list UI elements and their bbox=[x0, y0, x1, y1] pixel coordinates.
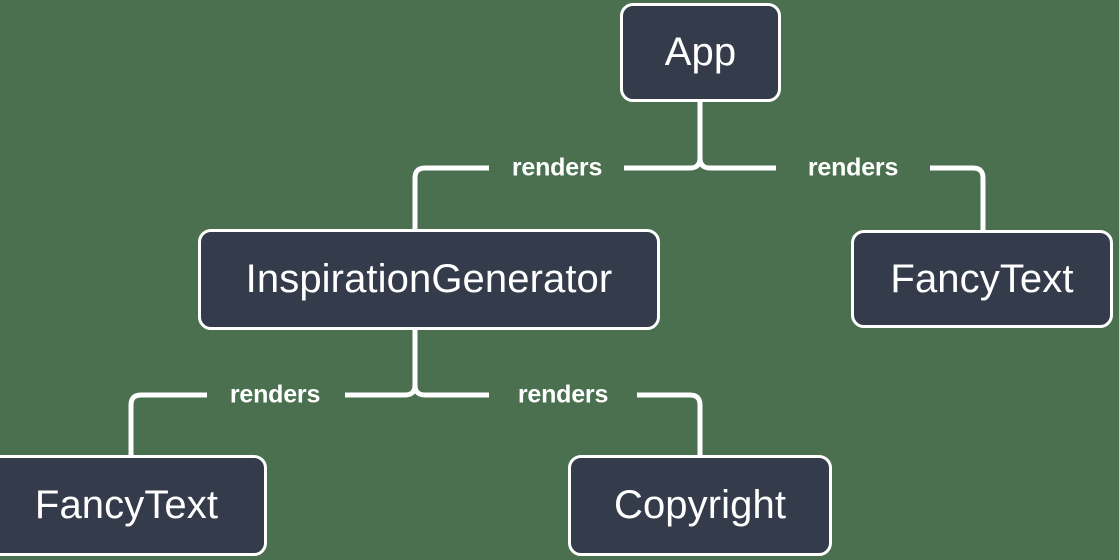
edge-inspiration-to-fancytext bbox=[345, 384, 418, 398]
edge-inspiration-to-fancytext-left bbox=[128, 392, 207, 455]
node-inspiration-generator-label: InspirationGenerator bbox=[245, 257, 613, 301]
edge-label-inspiration-to-copyright: renders bbox=[517, 380, 609, 409]
node-copyright[interactable]: Copyright bbox=[568, 455, 832, 556]
edge-app-to-fancytext-right bbox=[930, 165, 986, 230]
node-app-label: App bbox=[664, 30, 737, 74]
edge-label-app-to-inspiration: renders bbox=[511, 153, 603, 182]
node-fancytext-bottom-label: FancyText bbox=[34, 483, 219, 527]
edge-inspiration-to-copyright bbox=[412, 384, 489, 398]
node-fancytext-right[interactable]: FancyText bbox=[851, 230, 1113, 328]
edge-inspiration-to-copyright-right bbox=[637, 392, 703, 455]
edge-label-app-to-fancytext: renders bbox=[807, 153, 899, 182]
edge-app-to-fancytext bbox=[697, 157, 776, 171]
node-fancytext-bottom[interactable]: FancyText bbox=[0, 455, 267, 556]
edge-label-inspiration-to-fancytext: renders bbox=[229, 380, 321, 409]
node-copyright-label: Copyright bbox=[613, 483, 787, 527]
node-inspiration-generator[interactable]: InspirationGenerator bbox=[198, 229, 660, 330]
edge-app-to-inspiration-left bbox=[412, 165, 489, 229]
node-app[interactable]: App bbox=[620, 3, 781, 102]
edge-app-to-inspiration bbox=[624, 157, 703, 171]
node-fancytext-right-label: FancyText bbox=[890, 256, 1074, 301]
